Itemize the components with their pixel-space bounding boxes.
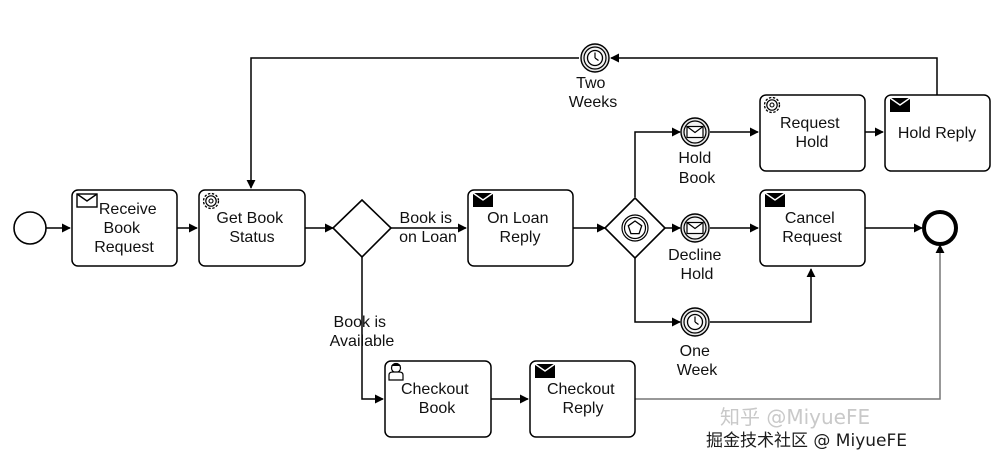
user-icon bbox=[388, 362, 404, 381]
label-line: Decline bbox=[668, 247, 721, 264]
task-label-line: Hold bbox=[796, 134, 829, 151]
task-label-line: Status bbox=[229, 229, 274, 246]
task-label-line: Checkout bbox=[401, 381, 469, 398]
task-receive-book-request[interactable]: Receive Book Request bbox=[71, 189, 178, 267]
task-on-loan-reply[interactable]: On Loan Reply bbox=[467, 189, 574, 267]
flow-eventgateway-to-holdbook bbox=[634, 127, 681, 197]
decline-hold-message-icon bbox=[680, 213, 710, 243]
flow-gateway-to-checkout bbox=[361, 257, 384, 404]
task-request-hold[interactable]: Request Hold bbox=[759, 94, 866, 172]
label-line: on Loan bbox=[399, 229, 457, 246]
one-week-timer-icon bbox=[680, 307, 710, 337]
label-line: Hold bbox=[681, 266, 714, 283]
task-label-line: Request bbox=[780, 115, 840, 132]
svg-text:On Loan Reply: On Loan Reply bbox=[487, 210, 553, 246]
flow-checkoutreply-to-end bbox=[635, 244, 945, 400]
task-label-line: Book bbox=[419, 400, 456, 417]
start-event bbox=[13, 211, 47, 245]
svg-text:Checkout Reply: Checkout Reply bbox=[547, 381, 619, 417]
envelope-icon bbox=[76, 193, 98, 208]
label-book-available: Book is Available bbox=[330, 314, 395, 350]
svg-text:Receive Book Reque: Receive Book Request bbox=[94, 201, 161, 256]
label-line: Weeks bbox=[569, 94, 618, 111]
label-book-on-loan: Book is on Loan bbox=[399, 210, 457, 246]
task-label-line: Get Book bbox=[216, 210, 284, 227]
task-label-line: Reply bbox=[500, 229, 541, 246]
envelope-filled-icon bbox=[472, 192, 494, 208]
sequence-flows bbox=[46, 53, 945, 404]
label-line: Book is bbox=[400, 210, 452, 227]
two-weeks-timer-icon bbox=[580, 43, 610, 73]
label-hold-book: Hold Book bbox=[678, 150, 716, 187]
task-label-line: On Loan bbox=[487, 210, 548, 227]
label-decline-hold: Decline Hold bbox=[668, 247, 726, 283]
task-checkout-reply[interactable]: Checkout Reply bbox=[529, 360, 636, 438]
label-one-week: One Week bbox=[677, 343, 719, 379]
hold-book-message-icon bbox=[680, 117, 710, 147]
label-line: Two bbox=[576, 75, 605, 92]
exclusive-gateway bbox=[331, 198, 393, 259]
label-line: One bbox=[680, 343, 710, 360]
label-line: Week bbox=[677, 362, 719, 379]
task-label-line: Reply bbox=[563, 400, 604, 417]
task-label-line: Book bbox=[104, 220, 141, 237]
gear-icon bbox=[763, 96, 781, 114]
label-line: Hold bbox=[678, 150, 711, 167]
watermark-zhihu: 知乎 @MiyueFE bbox=[720, 405, 870, 429]
label-line: Available bbox=[330, 333, 395, 350]
task-hold-reply[interactable]: Hold Reply bbox=[884, 94, 991, 172]
flow-oneweek-to-cancel bbox=[710, 268, 816, 323]
event-based-gateway bbox=[603, 196, 667, 260]
task-get-book-status[interactable]: Get Book Status bbox=[198, 189, 306, 267]
gear-icon bbox=[202, 192, 220, 210]
svg-text:Request Hold: Request Hold bbox=[780, 115, 844, 151]
envelope-filled-icon bbox=[764, 192, 786, 208]
task-checkout-book[interactable]: Checkout Book bbox=[384, 360, 492, 438]
task-cancel-request[interactable]: Cancel Request bbox=[759, 189, 866, 267]
label-two-weeks: Two Weeks bbox=[569, 75, 618, 111]
flow-eventgateway-to-oneweek bbox=[634, 258, 681, 327]
task-label-line: Cancel bbox=[785, 210, 835, 227]
flow-holdreply-to-twoweeks bbox=[610, 53, 938, 95]
end-event bbox=[922, 210, 958, 246]
svg-text:Get Book Status: Get Book Status bbox=[216, 210, 287, 246]
envelope-filled-icon bbox=[889, 97, 911, 113]
watermark-juejin: 掘金技术社区 @ MiyueFE bbox=[706, 431, 907, 451]
task-label-line: Hold Reply bbox=[898, 125, 976, 142]
task-label-line: Request bbox=[94, 239, 154, 256]
task-label-line: Request bbox=[782, 229, 842, 246]
flow-twoweeks-to-getstatus bbox=[246, 57, 579, 189]
task-label-line: Receive bbox=[99, 201, 157, 218]
svg-text:Checkout Book: Checkout Book bbox=[401, 381, 473, 417]
svg-text:Hold Reply: Hold Reply bbox=[898, 125, 976, 142]
svg-text:Cancel Request: Cancel Request bbox=[782, 210, 842, 246]
task-label-line: Checkout bbox=[547, 381, 615, 398]
envelope-filled-icon bbox=[534, 363, 556, 379]
pentagon-icon bbox=[627, 220, 643, 235]
label-line: Book bbox=[679, 170, 716, 187]
label-line: Book is bbox=[334, 314, 386, 331]
